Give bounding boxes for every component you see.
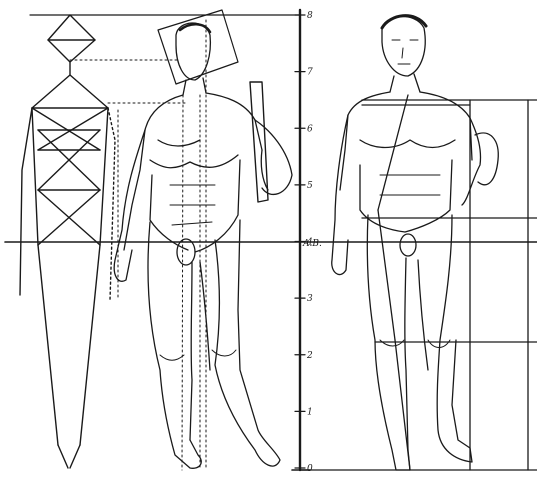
scale-tick-label: 1 bbox=[307, 407, 313, 417]
standing-figure-front bbox=[114, 10, 292, 468]
scale-tick-label: 5 bbox=[307, 181, 313, 191]
scale-tick-label: 8 bbox=[307, 11, 313, 21]
scale-tick-label: 0 bbox=[307, 464, 313, 474]
proportion-frame bbox=[300, 95, 537, 470]
scale-tick-label: 2 bbox=[306, 351, 313, 361]
scale-tick-label: 3 bbox=[307, 294, 313, 304]
scale-tick-label: 7 bbox=[307, 68, 313, 78]
dotted-guide-lines bbox=[70, 60, 185, 300]
midline-label: A.B. bbox=[302, 239, 322, 249]
scale-tick-label: 6 bbox=[307, 124, 313, 134]
standing-figure-right bbox=[332, 16, 499, 470]
